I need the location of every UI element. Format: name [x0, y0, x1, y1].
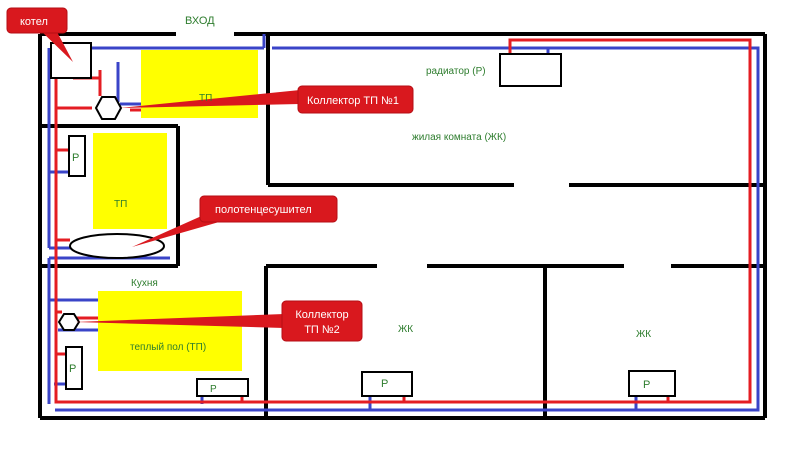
- callout-collector2-text-1: Коллектор: [295, 309, 348, 321]
- room-right-label: ЖК: [636, 329, 651, 340]
- radiator-bottom-mid-letter: Р: [381, 378, 388, 390]
- floor-heating-zone-kitchen: [98, 291, 242, 371]
- callout-towel-dryer: [199, 195, 338, 223]
- floor-heating-top-label: ТП: [199, 93, 212, 104]
- radiator-kitchen-letter: Р: [69, 363, 76, 375]
- callout-boiler-pointer: [40, 30, 73, 62]
- radiator-bottom-mid: [361, 371, 413, 397]
- kitchen-label: Кухня: [131, 278, 158, 289]
- radiator-bath-letter: Р: [72, 152, 79, 164]
- floor-heating-zone-bath: [93, 133, 167, 229]
- towel-dryer: [69, 233, 165, 259]
- callout-collector1-text: Коллектор ТП №1: [307, 95, 399, 107]
- radiator-bottom-right: [628, 370, 676, 397]
- callout-collector1: [297, 85, 414, 114]
- floor-heating-zone-top: [141, 50, 258, 118]
- living-room-label: жилая комната (ЖК): [412, 132, 506, 143]
- callout-towel-dryer-text: полотенцесушител: [215, 204, 312, 216]
- callout-collector2-text-2: ТП №2: [304, 324, 340, 336]
- floor-heating-kitchen-label: теплый пол (ТП): [130, 342, 206, 353]
- radiator-main-label: радиатор (Р): [426, 66, 486, 77]
- return-pipes: [47, 34, 760, 412]
- collector-1-icon: [94, 96, 123, 120]
- callout-boiler: [6, 7, 68, 34]
- radiator-bath: [68, 135, 86, 177]
- boiler: [50, 42, 92, 79]
- callout-boiler-text: котел: [20, 16, 48, 28]
- room-mid-label: ЖК: [398, 324, 413, 335]
- radiator-bottom-kitchen: [196, 378, 249, 397]
- radiator-bottom-kitchen-letter: Р: [210, 384, 217, 395]
- radiator-bottom-right-letter: Р: [643, 379, 650, 391]
- radiator-main: [499, 53, 562, 87]
- callout-collector2: [281, 300, 363, 342]
- floor-heating-bath-label: ТП: [114, 199, 127, 210]
- entrance-label: ВХОД: [185, 15, 215, 27]
- callout-collector1-pointer: [120, 90, 300, 108]
- radiator-kitchen: [65, 346, 83, 390]
- callout-collector2-pointer: [75, 314, 284, 328]
